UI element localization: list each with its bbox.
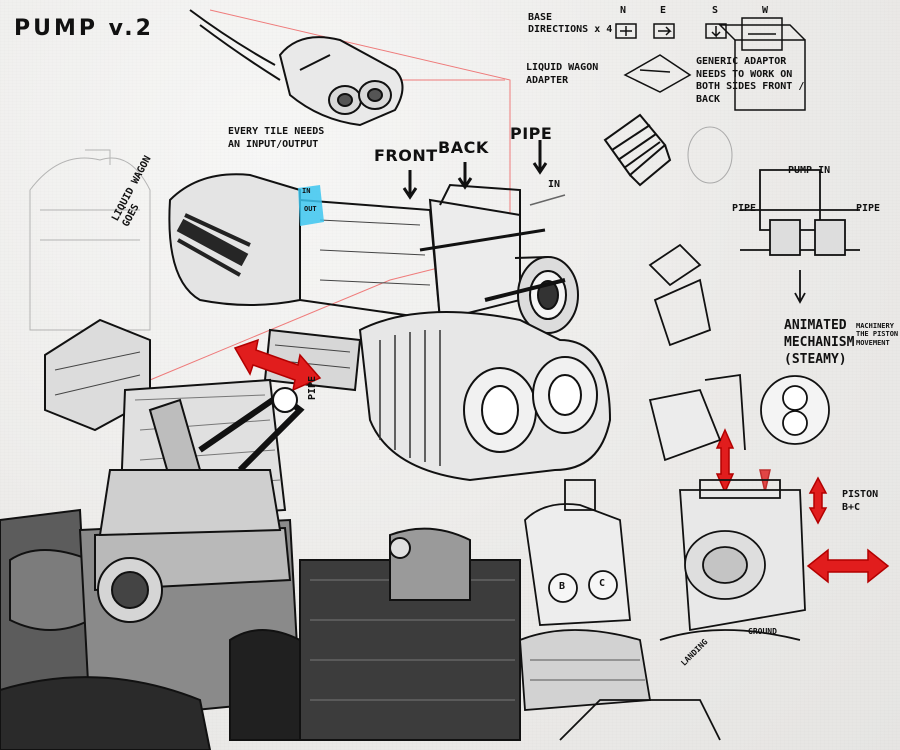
- label-front: FRONT: [374, 146, 438, 165]
- note-every-tile: EVERY TILE NEEDS AN INPUT/OUTPUT: [228, 126, 325, 150]
- label-ground: GROUND: [748, 627, 777, 636]
- label-pipe-side: PIPE: [307, 375, 318, 400]
- label-pipe-left: PIPE: [732, 203, 757, 214]
- direction-s: S: [712, 5, 719, 16]
- note-liquid-wagon-adapter: LIQUID WAGON ADAPTER: [526, 62, 599, 86]
- label-piston: PISTON B+C: [842, 489, 879, 513]
- label-cylinder-c: C: [599, 578, 606, 589]
- io-highlight: [298, 185, 324, 226]
- note-generic-adapter: GENERIC ADAPTOR NEEDS TO WORK ON BOTH SI…: [696, 56, 805, 105]
- direction-boxes: [615, 17, 783, 51]
- adapter-sketch: [623, 24, 806, 111]
- direction-n: N: [620, 5, 627, 16]
- label-back: BACK: [438, 138, 489, 157]
- top-pump-sketch: [189, 9, 404, 127]
- direction-w: W: [762, 5, 769, 16]
- direction-e: E: [660, 5, 667, 16]
- label-pump-in: PUMP IN: [788, 165, 831, 176]
- note-machinery: MACHINERY THE PISTON MOVEMENT: [856, 322, 899, 347]
- bottom-left-pump: [0, 469, 521, 750]
- cube-sketch: [603, 113, 672, 187]
- label-in-arrow: IN: [548, 179, 561, 190]
- circle-sketch: [687, 126, 733, 184]
- sheet-title: PUMP v.2: [14, 16, 154, 41]
- label-cylinder-b: B: [559, 581, 566, 592]
- red-markers: [84, 338, 890, 584]
- note-animated-mechanism: ANIMATED MECHANISM (STEAMY): [784, 318, 855, 367]
- ghost-tank-sketch: [29, 149, 151, 331]
- note-base-directions: BASE DIRECTIONS x 4: [528, 12, 613, 35]
- right-middle-sketches: [648, 169, 860, 462]
- annotation-arrows: [402, 140, 566, 302]
- bottom-right-pumps: [519, 479, 806, 741]
- label-in-tag: IN: [302, 187, 311, 195]
- label-pipe-top: PIPE: [510, 124, 553, 143]
- label-out-tag: OUT: [304, 205, 317, 213]
- label-pipe-right: PIPE: [856, 203, 881, 214]
